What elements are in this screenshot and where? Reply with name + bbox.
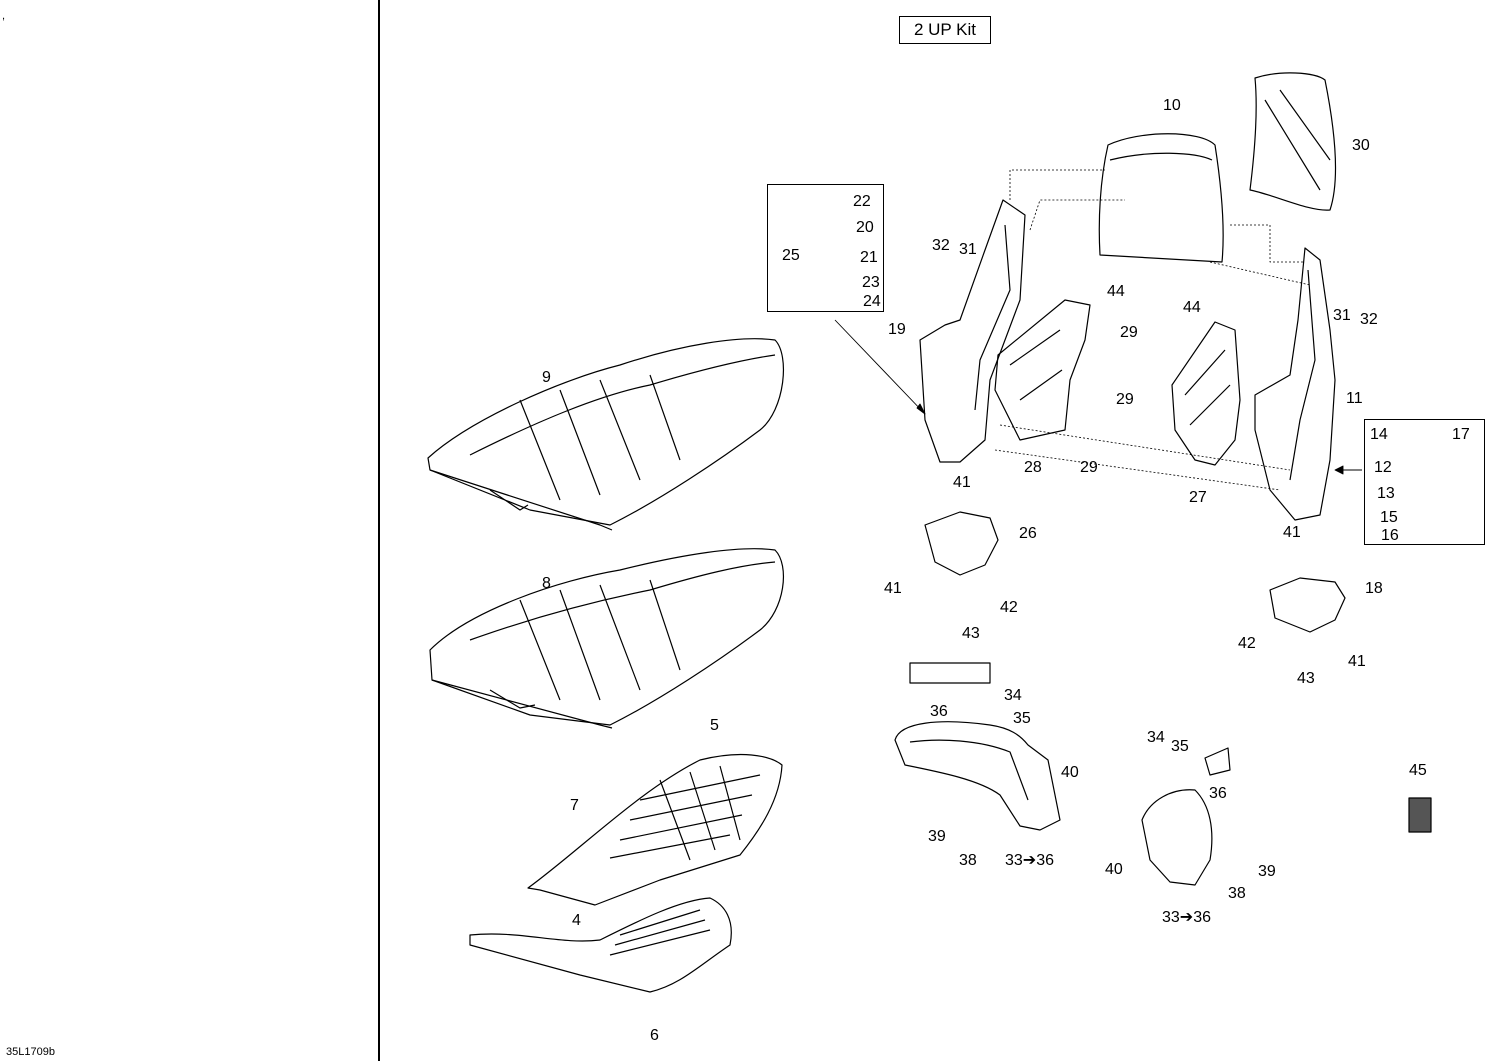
callout-20: 20 [856,219,874,236]
callout-26: 26 [1019,525,1037,542]
callout-labels: 9 8 5 7 4 6 22 20 25 21 23 24 32 31 19 1… [542,97,1470,1044]
callout-42-b: 42 [1238,635,1256,652]
kit-title-box: 2 UP Kit [899,16,991,44]
callout-30: 30 [1352,137,1370,154]
handle-part-33-36-right [1141,789,1213,886]
callout-31-left: 31 [959,241,977,258]
callout-38-b: 38 [1228,885,1246,902]
callout-5: 5 [710,717,719,734]
callout-12: 12 [1374,459,1392,476]
callout-16: 16 [1381,527,1399,544]
callout-25: 25 [782,247,800,264]
corner-mark: , [2,10,6,22]
callout-40-a: 40 [1061,764,1079,781]
callout-11: 11 [1346,390,1363,407]
backrest-part-10 [1098,133,1224,263]
seat-base-part-5 [527,753,783,906]
callout-18: 18 [1365,580,1383,597]
assembly-guides [994,169,1311,491]
callout-9: 9 [542,369,551,386]
callout-13: 13 [1377,485,1395,502]
callout-35-b: 35 [1171,738,1189,755]
callout-17: 17 [1452,426,1470,443]
callout-43-a: 43 [962,625,980,642]
callout-31-right: 31 [1333,307,1351,324]
cover-part-30 [1249,72,1337,211]
callout-23: 23 [862,274,880,291]
callout-36-b: 36 [1209,785,1227,802]
seat-part-8 [429,548,784,729]
callout-24: 24 [863,293,881,310]
callout-43-b: 43 [1297,670,1315,687]
side-frame-part-11 [1254,247,1336,521]
callout-15: 15 [1380,509,1398,526]
callout-40-b: 40 [1105,861,1123,878]
callout-39-a: 39 [928,828,946,845]
callout-22: 22 [853,193,871,210]
callout-33-36-a: 33➔36 [1005,852,1054,869]
callout-45: 45 [1409,762,1427,779]
callout-32-right: 32 [1360,311,1378,328]
callout-33-36-b: 33➔36 [1162,909,1211,926]
callout-4: 4 [572,912,581,929]
callout-41-b: 41 [884,580,902,597]
callout-32-left: 32 [932,237,950,254]
callout-36-a: 36 [930,703,948,720]
bracket-part-18 [1269,577,1346,633]
callout-10: 10 [1163,97,1181,114]
leader-lines [834,319,1362,475]
callout-28: 28 [1024,459,1042,476]
callout-42-a: 42 [1000,599,1018,616]
callout-41-c: 41 [1283,524,1301,541]
callout-34-a: 34 [1004,687,1022,704]
callout-29-a: 29 [1120,324,1138,341]
page-divider-line [378,0,380,1061]
callout-6: 6 [650,1027,659,1044]
callout-8: 8 [542,575,551,592]
panel-part-28 [994,299,1091,441]
side-frame-part-19 [919,199,1026,463]
kit-title: 2 UP Kit [913,20,977,39]
callout-34-b: 34 [1147,729,1165,746]
panel-part-27 [1171,321,1241,466]
callout-41-a: 41 [953,474,971,491]
callout-7: 7 [570,797,579,814]
callout-44-a: 44 [1107,283,1125,300]
bracket-part-26 [924,511,999,576]
callout-19: 19 [888,321,906,338]
callout-38-a: 38 [959,852,977,869]
callout-44-b: 44 [1183,299,1201,316]
callout-27: 27 [1189,489,1207,506]
callout-41-d: 41 [1348,653,1366,670]
callout-39-b: 39 [1258,863,1276,880]
callout-29-c: 29 [1080,459,1098,476]
grip-part-36 [909,662,1231,776]
callout-21: 21 [860,249,878,266]
drawing-reference: 35L1709b [6,1046,55,1058]
callout-35-a: 35 [1013,710,1031,727]
label-part-45 [1408,797,1432,833]
callout-29-b: 29 [1116,391,1134,408]
seat-part-9 [427,338,785,531]
pan-part-4 [469,897,732,993]
handle-part-33-36-left [894,721,1061,831]
latch-inset-left [767,184,884,312]
latch-inset-right [1364,419,1485,545]
callout-14: 14 [1370,426,1388,443]
